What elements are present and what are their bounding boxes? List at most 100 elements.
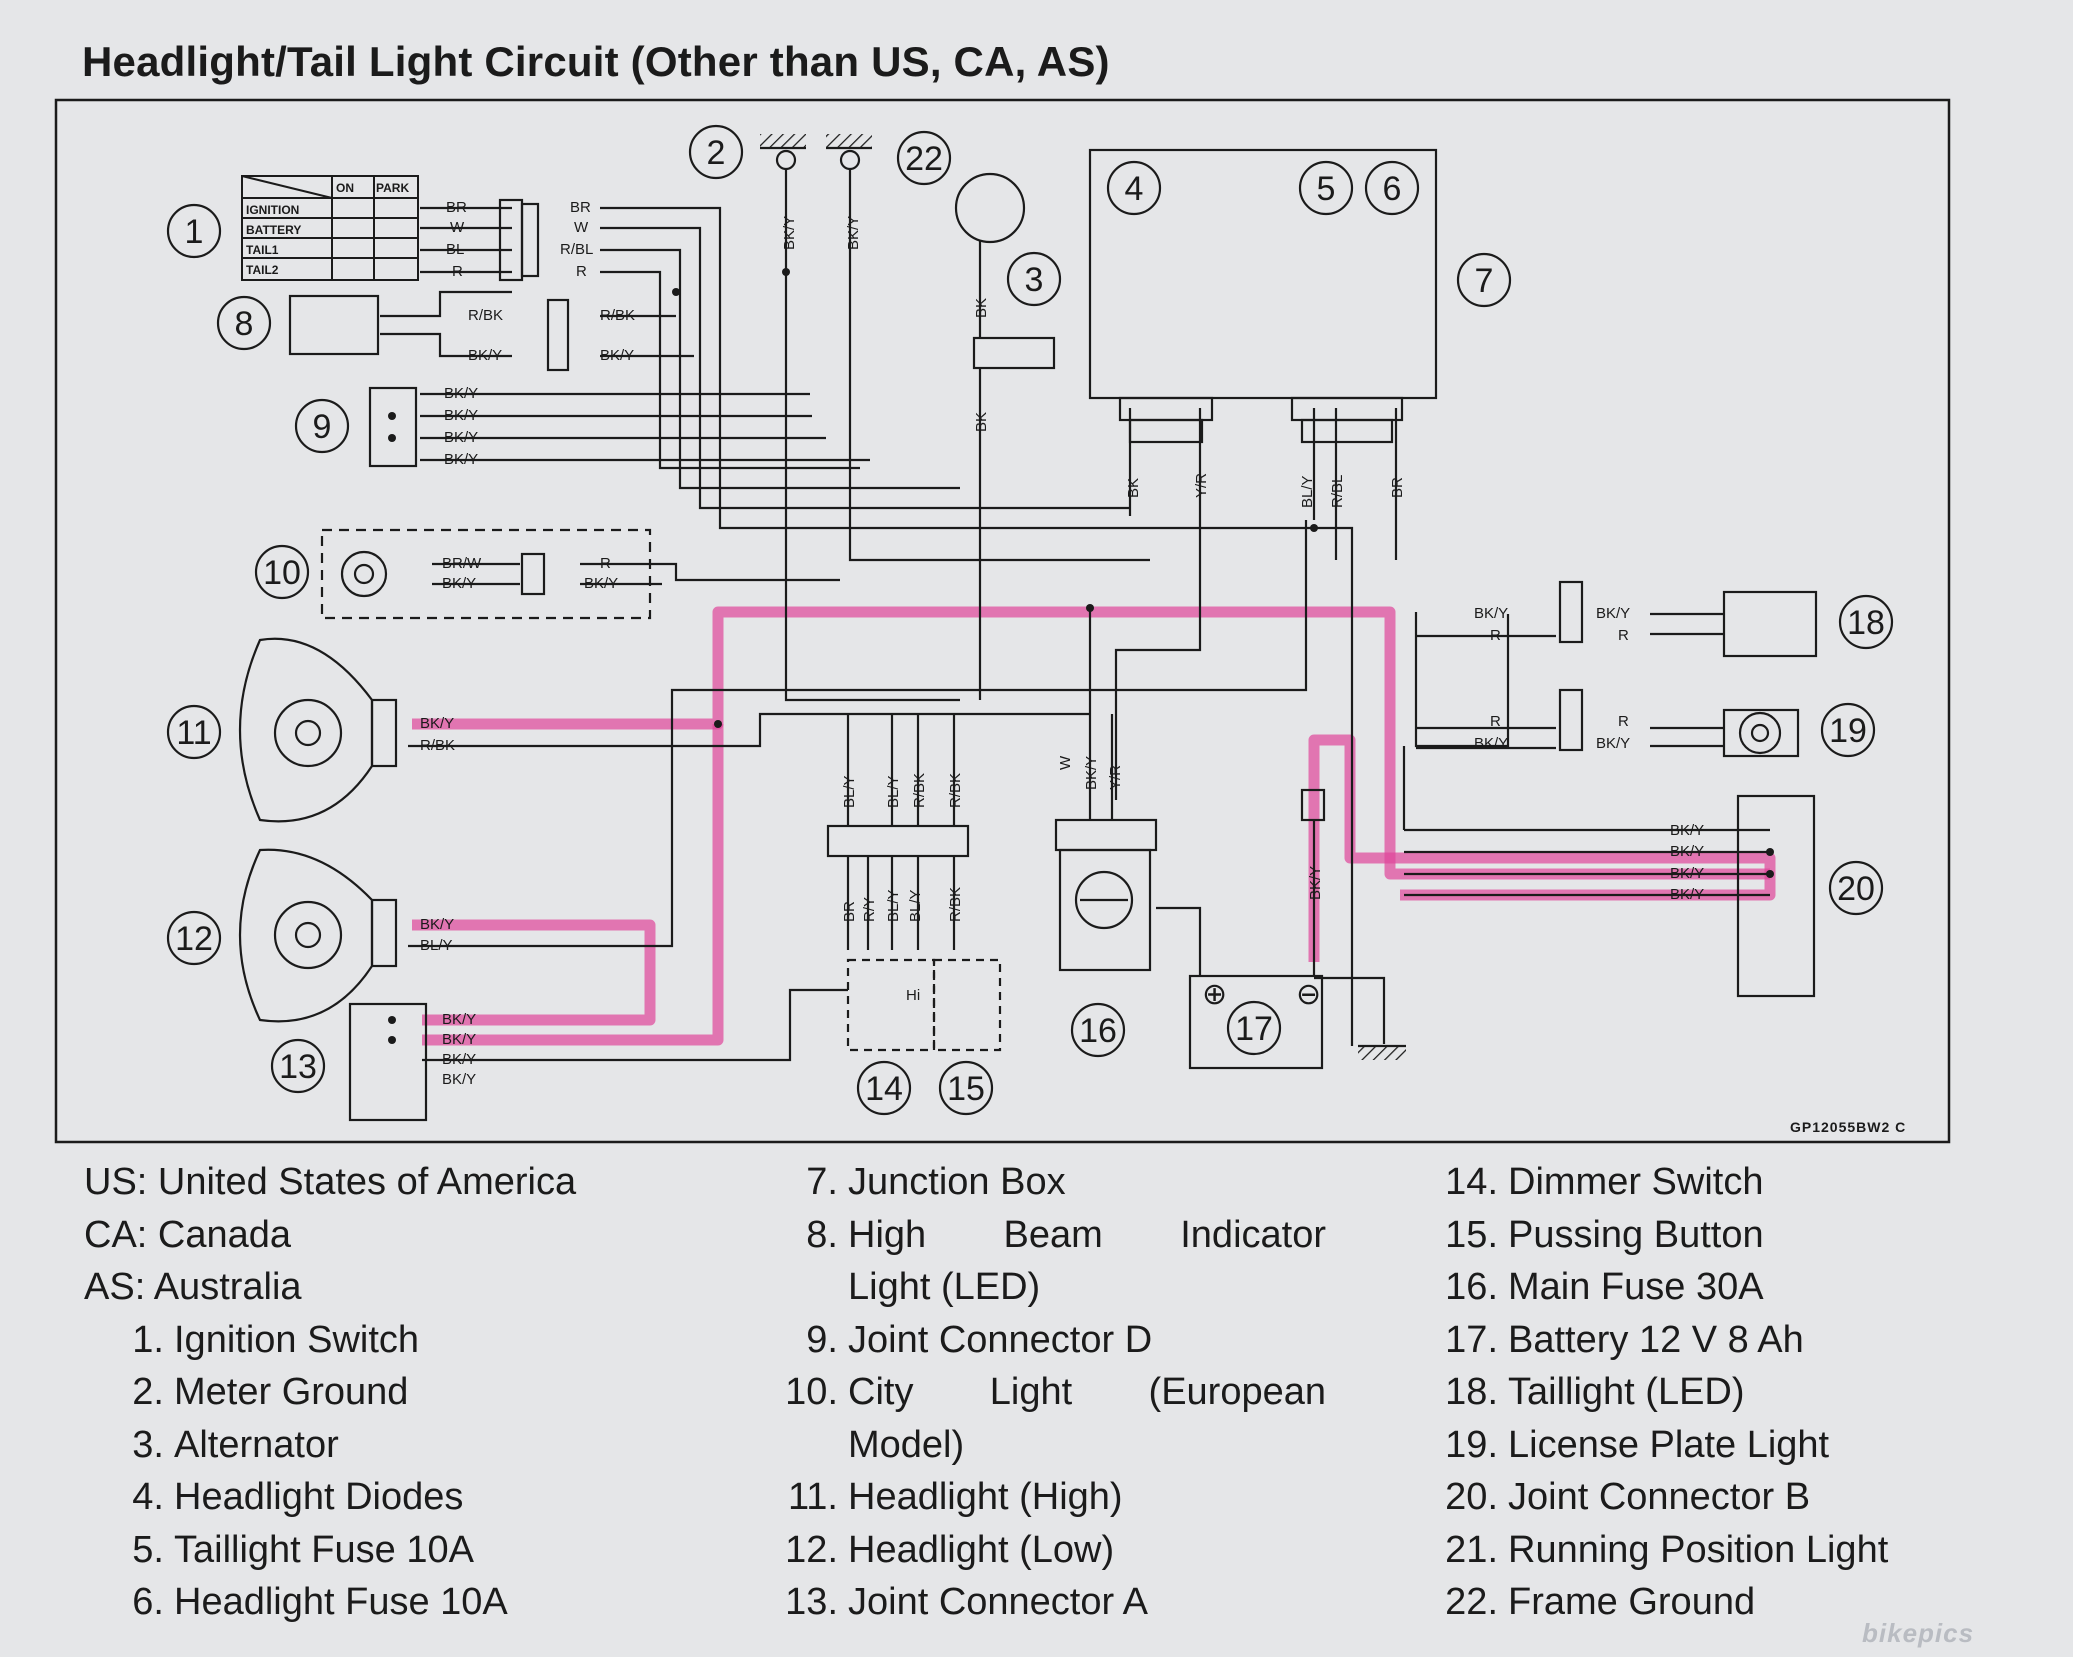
svg-text:5: 5 [1317, 170, 1336, 208]
legend-column-2: 7.Junction Box 8.High Beam Indicator Lig… [760, 1156, 1326, 1629]
svg-text:19: 19 [1829, 712, 1867, 750]
ground-symbols [760, 134, 1406, 1060]
callout-15: 15 [938, 1060, 994, 1116]
city-light-bulb [340, 550, 388, 598]
alternator-circle [954, 172, 1026, 244]
svg-text:BK/Y: BK/Y [845, 216, 862, 250]
svg-text:BK: BK [1125, 478, 1142, 498]
svg-text:BK/Y: BK/Y [1474, 735, 1508, 752]
svg-text:BR: BR [1389, 477, 1406, 498]
svg-text:BR: BR [841, 901, 858, 922]
diagram-code: GP12055BW2 C [1790, 1119, 1906, 1135]
svg-text:BK: BK [973, 298, 990, 318]
svg-text:8: 8 [235, 305, 254, 343]
callout-7: 7 [1456, 252, 1512, 308]
svg-text:13: 13 [279, 1048, 317, 1086]
svg-text:R: R [1490, 713, 1501, 730]
svg-text:BL/Y: BL/Y [1299, 475, 1316, 508]
svg-text:BK/Y: BK/Y [584, 575, 618, 592]
diagram-frame [54, 98, 1951, 1144]
callout-3: 3 [1006, 251, 1062, 307]
legend-item: 5.Taillight Fuse 10A [132, 1528, 474, 1571]
svg-text:W: W [574, 219, 589, 236]
main-fuse-element [1074, 870, 1134, 930]
legend-item: 17.Battery 12 V 8 Ah [1445, 1318, 1804, 1361]
callout-19: 19 [1820, 702, 1876, 758]
callout-2: 2 [688, 124, 744, 180]
legend-item: 19.License Plate Light [1445, 1423, 1830, 1466]
svg-text:R/BK: R/BK [420, 737, 455, 754]
svg-text:BK/Y: BK/Y [468, 347, 502, 364]
svg-text:BR/W: BR/W [442, 555, 482, 572]
svg-text:BATTERY: BATTERY [246, 223, 301, 237]
svg-text:22: 22 [905, 140, 943, 178]
svg-text:BL/Y: BL/Y [885, 889, 902, 922]
headlight-low [238, 848, 374, 1023]
callout-6: 6 [1364, 160, 1420, 216]
callout-13: 13 [270, 1038, 326, 1094]
callout-8: 8 [216, 295, 272, 351]
svg-text:4: 4 [1125, 170, 1144, 208]
svg-text:17: 17 [1235, 1010, 1273, 1048]
svg-text:20: 20 [1837, 870, 1875, 908]
callout-11: 11 [166, 704, 222, 760]
svg-text:18: 18 [1847, 604, 1885, 642]
svg-text:BK/Y: BK/Y [1596, 735, 1630, 752]
svg-text:BK/Y: BK/Y [1670, 886, 1704, 903]
svg-text:BK/Y: BK/Y [444, 385, 478, 402]
svg-text:BL: BL [446, 241, 464, 258]
legend-item: 12.Headlight (Low) [785, 1528, 1115, 1571]
svg-text:R: R [452, 263, 463, 280]
svg-text:IGNITION: IGNITION [246, 203, 299, 217]
svg-text:R/BK: R/BK [947, 887, 964, 922]
legend-item: 6.Headlight Fuse 10A [132, 1581, 508, 1623]
wire-labels: BR W BL R BR W R/BL R R/BK BK/Y R/BK BK/… [420, 199, 1906, 1135]
svg-text:BK: BK [973, 412, 990, 432]
svg-text:BL/Y: BL/Y [885, 775, 902, 808]
svg-text:BR: BR [446, 199, 467, 216]
svg-text:BK/Y: BK/Y [442, 575, 476, 592]
svg-text:TAIL2: TAIL2 [246, 263, 279, 277]
headlight-high [238, 637, 374, 823]
svg-text:R: R [1618, 627, 1629, 644]
svg-text:BK/Y: BK/Y [442, 1031, 476, 1048]
legend-item: 9.Joint Connector D [806, 1318, 1153, 1361]
svg-text:BK/Y: BK/Y [442, 1011, 476, 1028]
switch-table-text: ON PARK IGNITION BATTERY TAIL1 TAIL2 [246, 181, 409, 277]
legend-item: 2.Meter Ground [132, 1371, 409, 1413]
svg-text:PARK: PARK [376, 181, 409, 195]
svg-text:BK/Y: BK/Y [1670, 822, 1704, 839]
legend-item: CA: Canada [84, 1213, 292, 1256]
svg-text:TAIL1: TAIL1 [246, 243, 279, 257]
svg-text:BK/Y: BK/Y [444, 451, 478, 468]
legend-item: 22.Frame Ground [1445, 1581, 1756, 1623]
svg-text:W: W [450, 219, 465, 236]
svg-text:BL/Y: BL/Y [841, 775, 858, 808]
legend-item: US: United States of America [84, 1161, 577, 1203]
svg-text:3: 3 [1025, 261, 1044, 299]
svg-text:Y/R: Y/R [1107, 765, 1124, 790]
svg-text:BK/Y: BK/Y [420, 916, 454, 933]
legend-item: 7.Junction Box [806, 1161, 1066, 1203]
svg-text:R: R [1490, 627, 1501, 644]
callout-9: 9 [294, 398, 350, 454]
svg-text:BK/Y: BK/Y [444, 429, 478, 446]
svg-text:R/BK: R/BK [911, 773, 928, 808]
svg-text:R/BL: R/BL [560, 241, 593, 258]
legend-item: 13.Joint Connector A [785, 1581, 1148, 1623]
svg-text:BK/Y: BK/Y [1596, 605, 1630, 622]
ignition-switch [241, 175, 419, 281]
svg-text:R/Y: R/Y [861, 897, 878, 922]
svg-text:2: 2 [707, 134, 726, 172]
legend-item: 20.Joint Connector B [1445, 1476, 1811, 1518]
svg-text:14: 14 [865, 1070, 903, 1108]
page-title: Headlight/Tail Light Circuit (Other than… [82, 38, 1110, 85]
watermark-logo: bikepics [1862, 1618, 1975, 1648]
wires [320, 168, 1770, 1062]
legend-item: 1.Ignition Switch [132, 1318, 420, 1361]
svg-text:6: 6 [1383, 170, 1402, 208]
svg-text:BK/Y: BK/Y [444, 407, 478, 424]
svg-text:W: W [1057, 755, 1074, 770]
svg-text:BK/Y: BK/Y [420, 715, 454, 732]
